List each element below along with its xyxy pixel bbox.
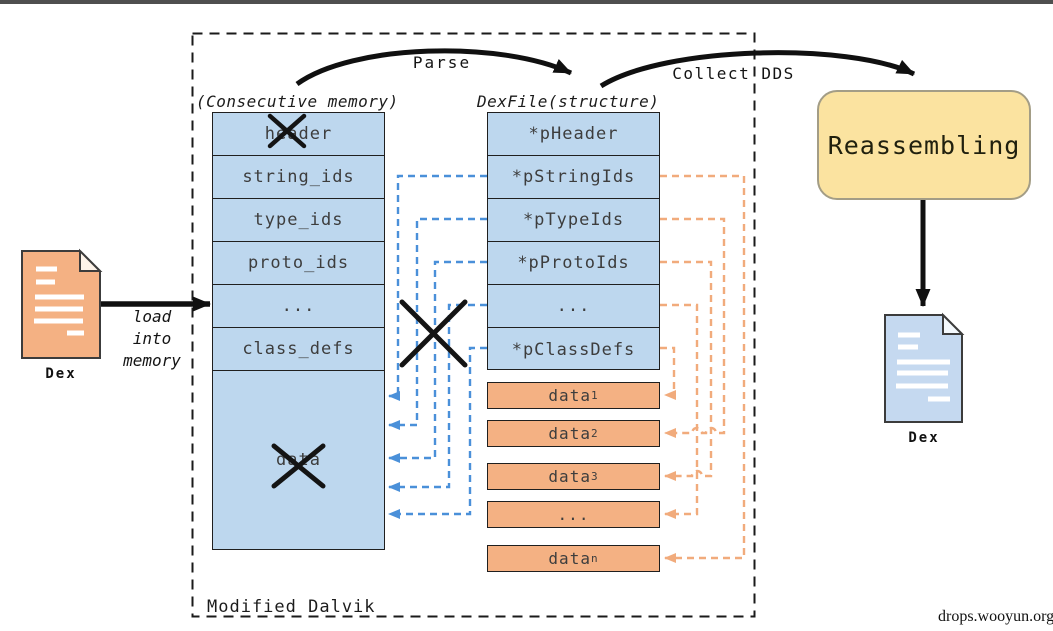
watermark: drops.wooyun.org — [938, 608, 1053, 625]
dexfile-table: *pHeader *pStringIds *pTypeIds *pProtoId… — [487, 112, 660, 370]
data-section-label: data — [548, 386, 591, 405]
data-section-label: ... — [557, 505, 590, 524]
dexfile-caption: DexFile(structure) — [477, 92, 660, 111]
collect-dds-label: Collect DDS — [672, 64, 795, 83]
orange-connector-pclassdefs-data1 — [660, 346, 676, 400]
memory-row-class-defs: class_defs — [213, 328, 384, 371]
dexfile-row-ptypeids: *pTypeIds — [488, 199, 659, 242]
frame-label: Modified Dalvik — [207, 597, 376, 617]
consecutive-memory-caption: (Consecutive memory) — [196, 92, 399, 111]
orange-connector-ptypeids-data2 — [660, 217, 726, 438]
orange-connector-dots-datadots — [660, 303, 699, 519]
data-section-label: data — [548, 424, 591, 443]
reassembling-box: Reassembling — [817, 90, 1031, 200]
dexfile-row-dots: ... — [488, 285, 659, 328]
orange-connector-pprotoids-data3 — [660, 260, 713, 481]
memory-row-header: header — [213, 113, 384, 156]
dexfile-row-pstringids: *pStringIds — [488, 156, 659, 199]
memory-row-proto-ids: proto_ids — [213, 242, 384, 285]
memory-row-string-ids: string_ids — [213, 156, 384, 199]
reassembling-label: Reassembling — [827, 130, 1021, 160]
memory-row-dots: ... — [213, 285, 384, 328]
data-section-dots: ... — [487, 501, 660, 528]
memory-row-type-ids: type_ids — [213, 199, 384, 242]
blue-connector-dots — [388, 303, 487, 492]
data-section-label: data — [548, 549, 591, 568]
cross-middle-icon — [399, 299, 468, 368]
dex-output-label: Dex — [908, 430, 940, 446]
data-section-label: data — [548, 467, 591, 486]
dexfile-row-pprotoids: *pProtoIds — [488, 242, 659, 285]
load-label-line3: memory — [123, 351, 181, 370]
dex-input-label: Dex — [45, 366, 77, 382]
orange-connector-pstringids-datan — [660, 174, 746, 563]
blue-connector-pclassdefs — [388, 346, 487, 519]
parse-label: Parse — [412, 53, 472, 72]
load-label-line2: into — [132, 329, 172, 348]
blue-connector-pstringids — [388, 174, 487, 401]
memory-data-cell: data — [276, 450, 321, 470]
top-bar — [0, 0, 1053, 4]
dexfile-row-pclassdefs: *pClassDefs — [511, 339, 636, 360]
memory-table: header string_ids type_ids proto_ids ...… — [212, 112, 385, 550]
dexfile-row-pheader: *pHeader — [488, 113, 659, 156]
load-label-line1: load — [132, 307, 172, 326]
dex-input-doc-icon — [21, 248, 103, 359]
load-into-memory-label: load into memory — [114, 306, 190, 372]
dex-output-doc-icon — [884, 312, 965, 423]
blue-connector-ptypeids — [388, 217, 487, 430]
blue-connector-pprotoids — [388, 260, 487, 463]
